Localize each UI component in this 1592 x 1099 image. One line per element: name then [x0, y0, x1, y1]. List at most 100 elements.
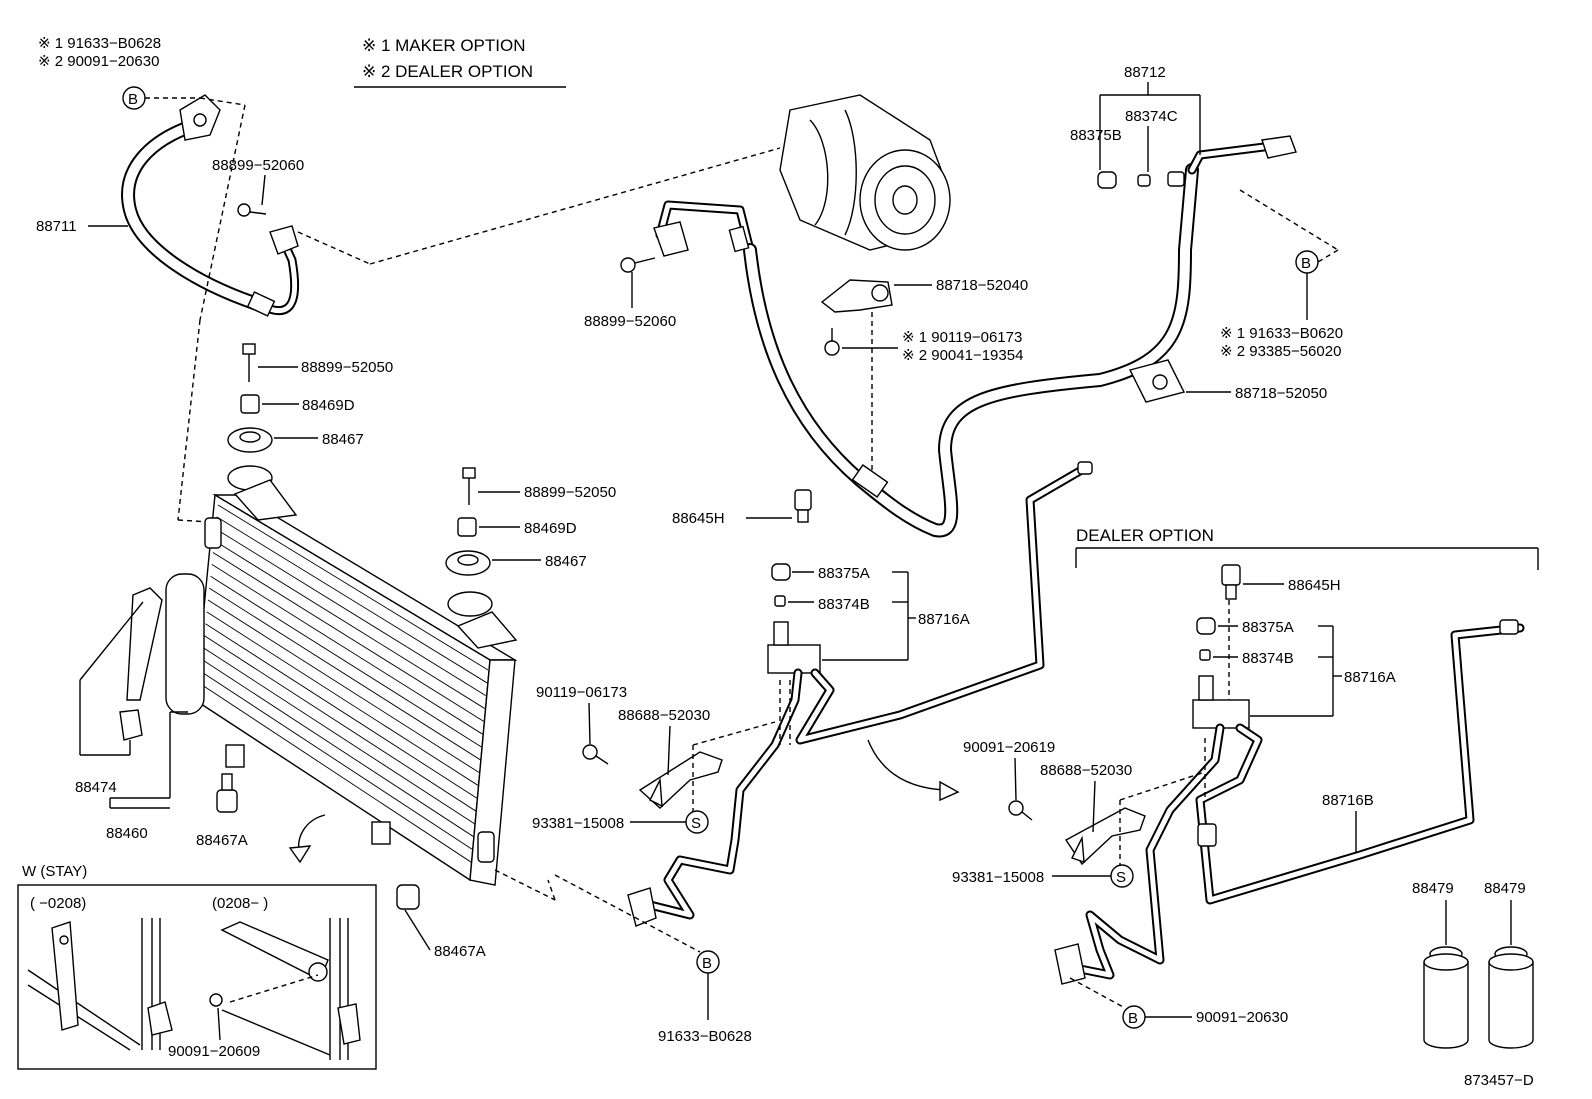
- hose-88711: [121, 94, 300, 317]
- callout-88688-52030-center: 88688−52030: [618, 707, 710, 724]
- cartridge-88479-a: [1423, 946, 1469, 1049]
- note-b-top-left-2: ※ 2 90091−20630: [38, 53, 159, 70]
- condenser-fin: [214, 540, 485, 709]
- callout-90119-06173: 90119−06173: [536, 684, 627, 701]
- condenser-fin: [217, 504, 489, 671]
- callout-88899-52050-left: 88899−52050: [301, 359, 393, 376]
- core-88374B-dealer: [1199, 649, 1211, 661]
- stay-title: W (STAY): [22, 863, 87, 880]
- callout-88645H-dealer: 88645H: [1288, 577, 1341, 594]
- callout-88374C: 88374C: [1125, 108, 1178, 125]
- core-88374C: [1137, 174, 1151, 187]
- cartridge-88479-b: [1488, 946, 1534, 1049]
- callout-88374B-center: 88374B: [818, 596, 870, 613]
- block-88716A-center: [767, 621, 821, 674]
- callout-88375A-dealer: 88375A: [1242, 619, 1294, 636]
- cushion-88467A-bottom: [396, 884, 420, 910]
- callout-88716A-dealer: 88716A: [1344, 669, 1396, 686]
- condenser-fin: [212, 552, 484, 722]
- callout-88375B: 88375B: [1070, 127, 1122, 144]
- callout-91633-B0628: 91633−B0628: [658, 1028, 752, 1045]
- callout-90091-20619: 90091−20619: [963, 739, 1055, 756]
- callout-88374B-dealer: 88374B: [1242, 650, 1294, 667]
- condenser-fin: [215, 528, 486, 697]
- marker-s-center-label: S: [691, 815, 701, 832]
- condenser-fin: [202, 647, 475, 825]
- callout-88688-52030-dealer: 88688−52030: [1040, 762, 1132, 779]
- callout-88716B: 88716B: [1322, 792, 1374, 809]
- bolt-88899-52060-center: [620, 257, 656, 273]
- stay-range-new: (0208− ): [212, 895, 268, 912]
- callout-93381-15008-dealer: 93381−15008: [952, 869, 1044, 886]
- note-bracket-1: ※ 1 90119−06173: [902, 329, 1022, 346]
- condenser-fin: [210, 575, 482, 748]
- legend-dealer-option: ※ 2 DEALER OPTION: [362, 62, 533, 81]
- callout-88467-left: 88467: [322, 431, 364, 448]
- callout-88479-b: 88479: [1484, 880, 1526, 897]
- callout-88467A-bottom: 88467A: [434, 943, 486, 960]
- cushion-88467-left: [227, 427, 273, 491]
- callout-88899-52050-mid: 88899−52050: [524, 484, 616, 501]
- fitting-88712: [1167, 171, 1185, 187]
- callout-88712: 88712: [1124, 64, 1166, 81]
- callout-88711: 88711: [36, 218, 77, 235]
- condenser-fin: [211, 563, 483, 735]
- marker-b-right-label: B: [1301, 255, 1311, 272]
- callout-88375A-center: 88375A: [818, 565, 870, 582]
- bolt-90119-06173: [582, 744, 609, 765]
- callout-88718-52040: 88718−52040: [936, 277, 1028, 294]
- compressor: [779, 94, 951, 251]
- bracket-88688-52030-dealer: [1064, 807, 1146, 866]
- bolt-88899-52050-mid: [462, 467, 476, 505]
- note-b-top-left-1: ※ 1 91633−B0628: [38, 35, 161, 52]
- callout-88479-a: 88479: [1412, 880, 1454, 897]
- callout-88899-52060-center: 88899−52060: [584, 313, 676, 330]
- marker-b-top-left-label: B: [128, 91, 138, 108]
- condenser-fin: [200, 670, 473, 850]
- bracket-88718-52050: [1128, 359, 1186, 403]
- condenser-88460: [194, 479, 518, 886]
- bolt-88899-52050-left: [242, 343, 256, 382]
- switch-88645H-center: [794, 489, 812, 523]
- condenser-fin: [207, 599, 480, 773]
- receiver-88474: [119, 573, 205, 741]
- liquid-line-center: [627, 461, 1093, 927]
- core-88374B-center: [774, 595, 786, 607]
- callout-88469D-left: 88469D: [302, 397, 355, 414]
- callout-88467-mid: 88467: [545, 553, 587, 570]
- marker-b-dealer-label: B: [1128, 1010, 1138, 1027]
- callout-88716A-center: 88716A: [918, 611, 970, 628]
- switch-88645H-dealer: [1221, 564, 1241, 600]
- condenser-fin: [201, 658, 474, 837]
- condenser-fin: [204, 635, 476, 812]
- note-b-right-2: ※ 2 93385−56020: [1220, 343, 1341, 360]
- bolt-bracket-52040: [824, 328, 840, 356]
- condenser-fin: [205, 623, 477, 799]
- cap-88375B: [1097, 171, 1117, 189]
- callout-88718-52050: 88718−52050: [1235, 385, 1327, 402]
- condenser-fin: [206, 611, 479, 786]
- stay-inset: W (STAY) ( −0208) (0208− ) 90091−20609: [17, 863, 377, 1070]
- cap-88375A-center: [771, 563, 791, 581]
- legend-maker-option: ※ 1 MAKER OPTION: [362, 36, 526, 55]
- condenser-fin: [216, 516, 488, 684]
- liquid-line-dealer: [1054, 619, 1525, 985]
- callout-88460: 88460: [106, 825, 148, 842]
- marker-b-center-label: B: [702, 955, 712, 972]
- callout-88467A-left: 88467A: [196, 832, 248, 849]
- callout-88899-52060-left: 88899−52060: [212, 157, 304, 174]
- note-bracket-2: ※ 2 90041−19354: [902, 347, 1023, 364]
- collar-88469D-mid: [457, 517, 477, 537]
- stay-range-old: ( −0208): [30, 895, 86, 912]
- bolt-88899-52060-left: [237, 203, 267, 217]
- condenser-fin: [199, 682, 472, 863]
- bolt-90091-20619: [1008, 800, 1033, 821]
- collar-88469D-left: [240, 394, 260, 414]
- condenser-fin: [209, 587, 481, 761]
- dealer-option-heading: DEALER OPTION: [1076, 526, 1214, 545]
- callout-88645H-center: 88645H: [672, 510, 725, 527]
- block-88716A-dealer: [1192, 675, 1250, 729]
- bracket-88688-52030-center: [638, 751, 723, 809]
